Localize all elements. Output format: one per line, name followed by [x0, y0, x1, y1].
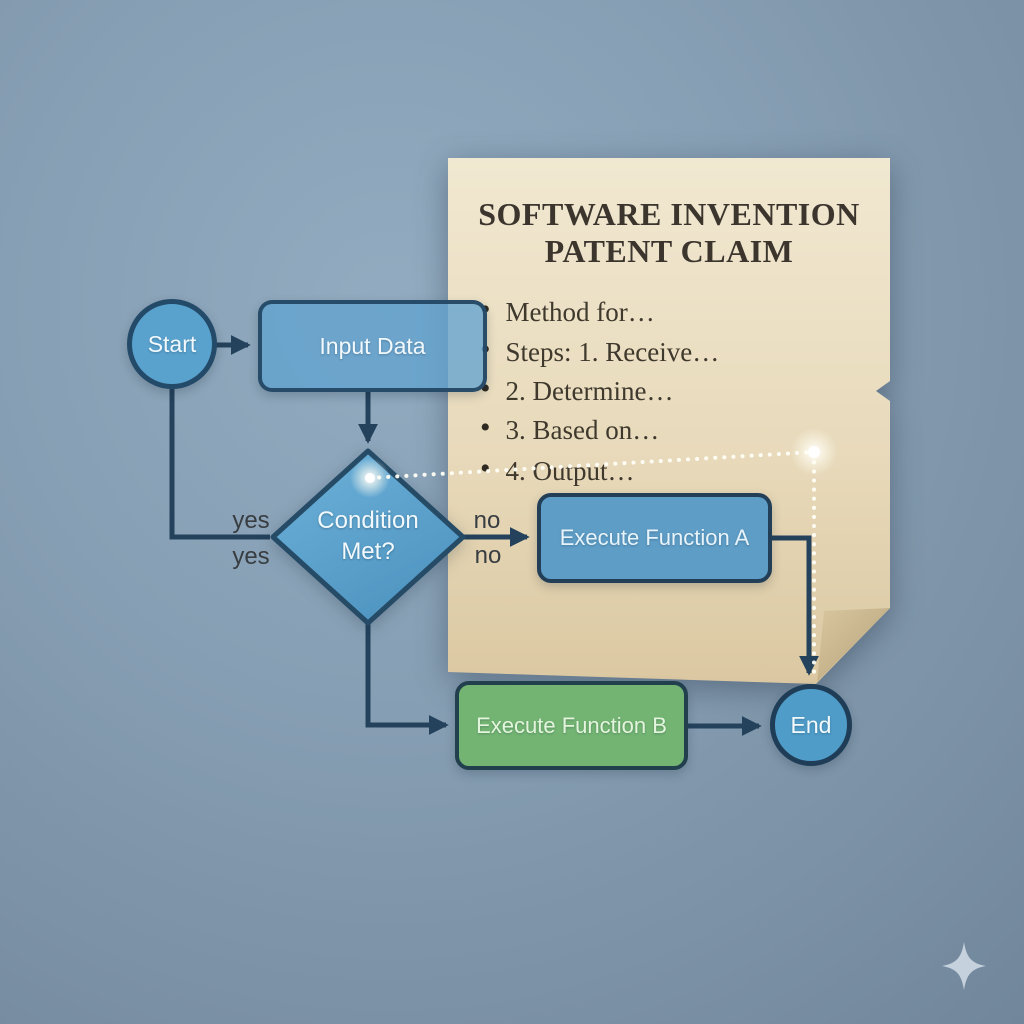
end-node: End [770, 684, 852, 766]
edge-label-yes-upper: yes [232, 507, 270, 534]
glow-spot-corner [790, 428, 838, 476]
start-node: Start [127, 299, 217, 389]
bullet-icon: • [480, 452, 491, 485]
document-title-line1: SOFTWARE INVENTION [478, 196, 860, 232]
input-data-node: Input Data [258, 300, 487, 392]
edge-label-yes-lower: yes [232, 543, 270, 570]
bullet-icon: • [480, 411, 491, 444]
claim-bullet-3: • 2. Determine… [480, 373, 673, 409]
condition-node-label: Condition Met? [317, 507, 419, 565]
claim-bullet-text: 3. Based on… [505, 414, 660, 445]
edge-condition-to-function-b [365, 621, 449, 736]
claim-bullet-4: • 3. Based on… [480, 412, 659, 448]
claim-bullet-text: 2. Determine… [505, 375, 674, 406]
document-title-line2: PATENT CLAIM [544, 233, 794, 269]
document-title: SOFTWARE INVENTION PATENT CLAIM [448, 196, 890, 270]
claim-bullet-text: 4. Output… [505, 455, 635, 486]
edge-label-no-lower: no [474, 542, 502, 569]
claim-bullet-1: • Method for… [480, 294, 655, 330]
end-node-label: End [790, 711, 832, 738]
page-curl [817, 608, 890, 682]
input-data-label: Input Data [319, 332, 426, 359]
execute-function-a-node: Execute Function A [537, 493, 772, 583]
claim-bullet-text: Method for… [505, 296, 655, 327]
edge-label-no-upper: no [473, 507, 501, 534]
start-node-label: Start [147, 330, 197, 357]
bullet-icon: • [480, 372, 491, 405]
glow-spot-condition [350, 458, 390, 498]
edge-function-a-to-end [772, 535, 819, 676]
execute-function-a-label: Execute Function A [559, 525, 750, 550]
claim-bullet-2: • Steps: 1. Receive… [480, 334, 719, 370]
execute-function-b-label: Execute Function B [476, 712, 667, 738]
execute-function-b-node: Execute Function B [455, 681, 688, 770]
claim-bullet-text: Steps: 1. Receive… [505, 336, 720, 367]
claim-bullet-5: • 4. Output… [480, 453, 635, 489]
